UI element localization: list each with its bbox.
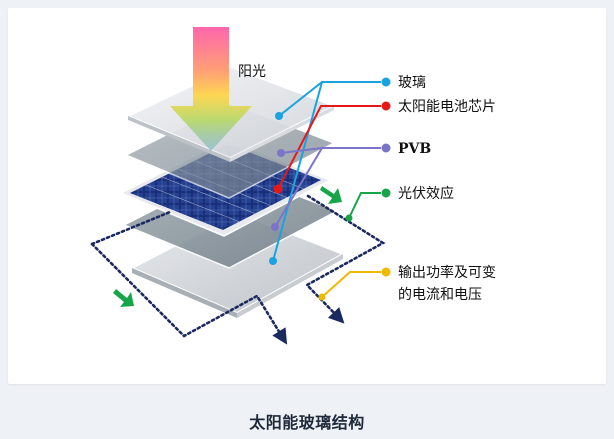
legend-glass: 玻璃 bbox=[398, 74, 426, 91]
output-dot-icon bbox=[381, 267, 391, 277]
photovoltaic-dot-icon bbox=[381, 188, 391, 198]
legend-output-line2: 的电流和电压 bbox=[398, 287, 482, 303]
pvb-dot-icon bbox=[381, 143, 391, 153]
sunlight-label: 阳光 bbox=[238, 64, 266, 80]
legend-photovoltaic: 光伏效应 bbox=[398, 185, 454, 202]
legend-output-line1: 输出功率及可变 bbox=[398, 264, 496, 281]
circuit-loop bbox=[90, 194, 386, 345]
leader-lines bbox=[272, 81, 381, 298]
sunlight-arrow bbox=[170, 27, 252, 151]
photovoltaic-arrows bbox=[113, 186, 342, 307]
diagram-caption: 太阳能玻璃结构 bbox=[249, 413, 365, 432]
legend: 玻璃 太阳能电池芯片 PVB 光伏效应 输出功率及可变 的电流和电压 bbox=[381, 74, 496, 303]
legend-pvb: PVB bbox=[398, 141, 431, 157]
leader-endpoints bbox=[269, 112, 353, 301]
solar-cell-dot-icon bbox=[381, 101, 391, 111]
legend-solar-cell: 太阳能电池芯片 bbox=[398, 99, 496, 115]
glass-dot-icon bbox=[381, 77, 391, 87]
